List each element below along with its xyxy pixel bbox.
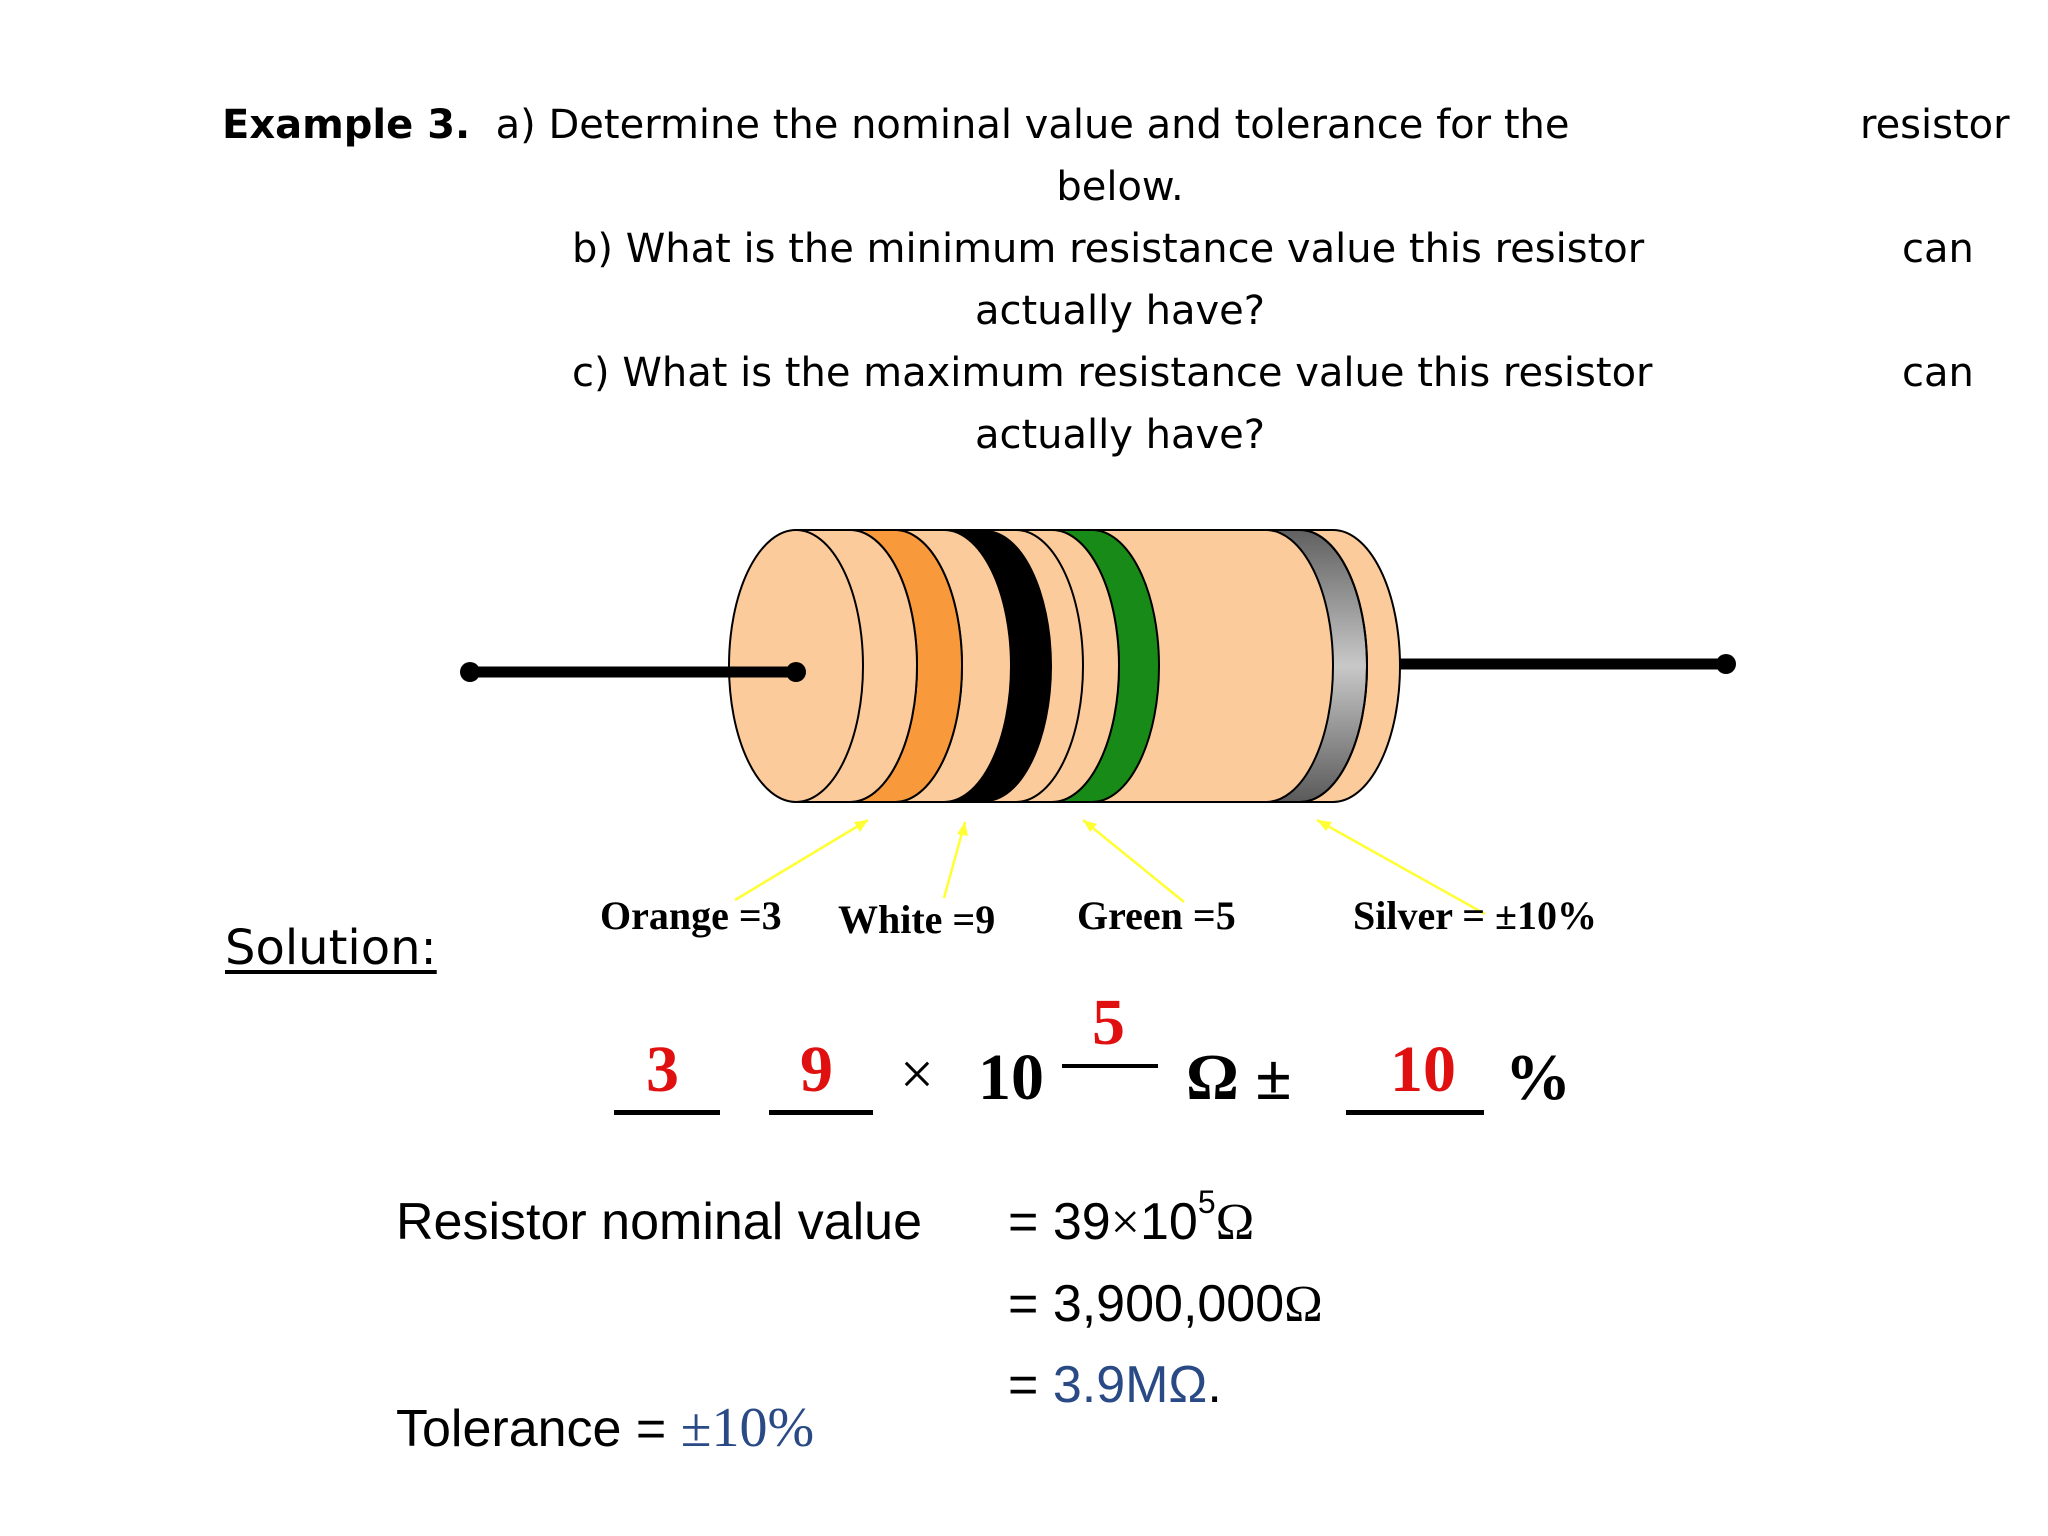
digit-1: 3 (646, 1033, 679, 1106)
tolerance-line: Tolerance = ±10% (396, 1396, 814, 1460)
eq3-prefix: = (1008, 1356, 1039, 1414)
label-white: White =9 (838, 897, 996, 942)
ohm-plusminus: Ω ± (1186, 1041, 1292, 1114)
body-segment (1015, 529, 1120, 803)
blank-tolerance (1346, 1110, 1484, 1115)
tolerance-digits: 10 (1390, 1033, 1456, 1106)
eq1-exponent: 5 (1197, 1184, 1216, 1220)
question-c-line2: actually have? (974, 412, 1266, 458)
pointer-silver (1316, 818, 1486, 916)
eq2-unit: Ω (1284, 1276, 1323, 1333)
eq1-times: × (1110, 1194, 1140, 1251)
exponent: 5 (1092, 986, 1125, 1059)
eq2-prefix: = 3,900,000 (1008, 1275, 1285, 1333)
blank-exponent (1062, 1064, 1158, 1068)
eq1-unit: Ω (1215, 1194, 1255, 1251)
label-orange: Orange =3 (600, 893, 782, 938)
eq3-value: 3.9MΩ (1052, 1356, 1208, 1414)
blank-digit-1 (614, 1110, 720, 1115)
pointer-green (1082, 819, 1185, 903)
example-label: Example 3. (222, 102, 471, 148)
tolerance-value: ±10% (680, 1397, 815, 1459)
eq3-suffix: . (1207, 1356, 1222, 1414)
times-sign: × (900, 1041, 934, 1107)
eq1-prefix: = 39 (1008, 1193, 1111, 1251)
question-a-line2: below. (1056, 164, 1184, 210)
question-c-tail: can (1902, 350, 1974, 396)
question-a-tail: resistor (1860, 102, 2010, 148)
label-silver: Silver = ±10% (1353, 893, 1598, 938)
question-a-text: a) Determine the nominal value and toler… (495, 102, 1570, 148)
body-rim (1299, 529, 1368, 803)
nominal-value-label: Resistor nominal value (396, 1193, 923, 1251)
blank-digit-2 (769, 1110, 873, 1115)
band-black (944, 530, 1052, 802)
question-c-line1: c) What is the maximum resistance value … (572, 350, 1653, 396)
question-b-tail: can (1902, 226, 1974, 272)
right-lead (1390, 654, 1736, 674)
left-lead (460, 662, 806, 682)
tolerance-label: Tolerance = (396, 1400, 667, 1458)
eq1-base: 10 (1139, 1193, 1198, 1251)
equation-line-2: = 3,900,000Ω (1008, 1274, 1323, 1334)
pointer-orange (734, 818, 869, 902)
solution-heading: Solution: (225, 920, 437, 976)
base-ten: 10 (978, 1041, 1044, 1114)
equation-line-3: = 3.9MΩ. (1008, 1355, 1222, 1415)
percent-sign: % (1505, 1041, 1571, 1114)
question-b-line2: actually have? (974, 288, 1266, 334)
pointer-white (942, 821, 968, 899)
question-b-line1: b) What is the minimum resistance value … (572, 226, 1645, 272)
question-a-line1: Example 3. a) Determine the nominal valu… (222, 102, 1569, 148)
equation-line-1: = 39×105Ω (1008, 1186, 1255, 1252)
label-green: Green =5 (1077, 893, 1236, 938)
digit-2: 9 (800, 1033, 833, 1106)
